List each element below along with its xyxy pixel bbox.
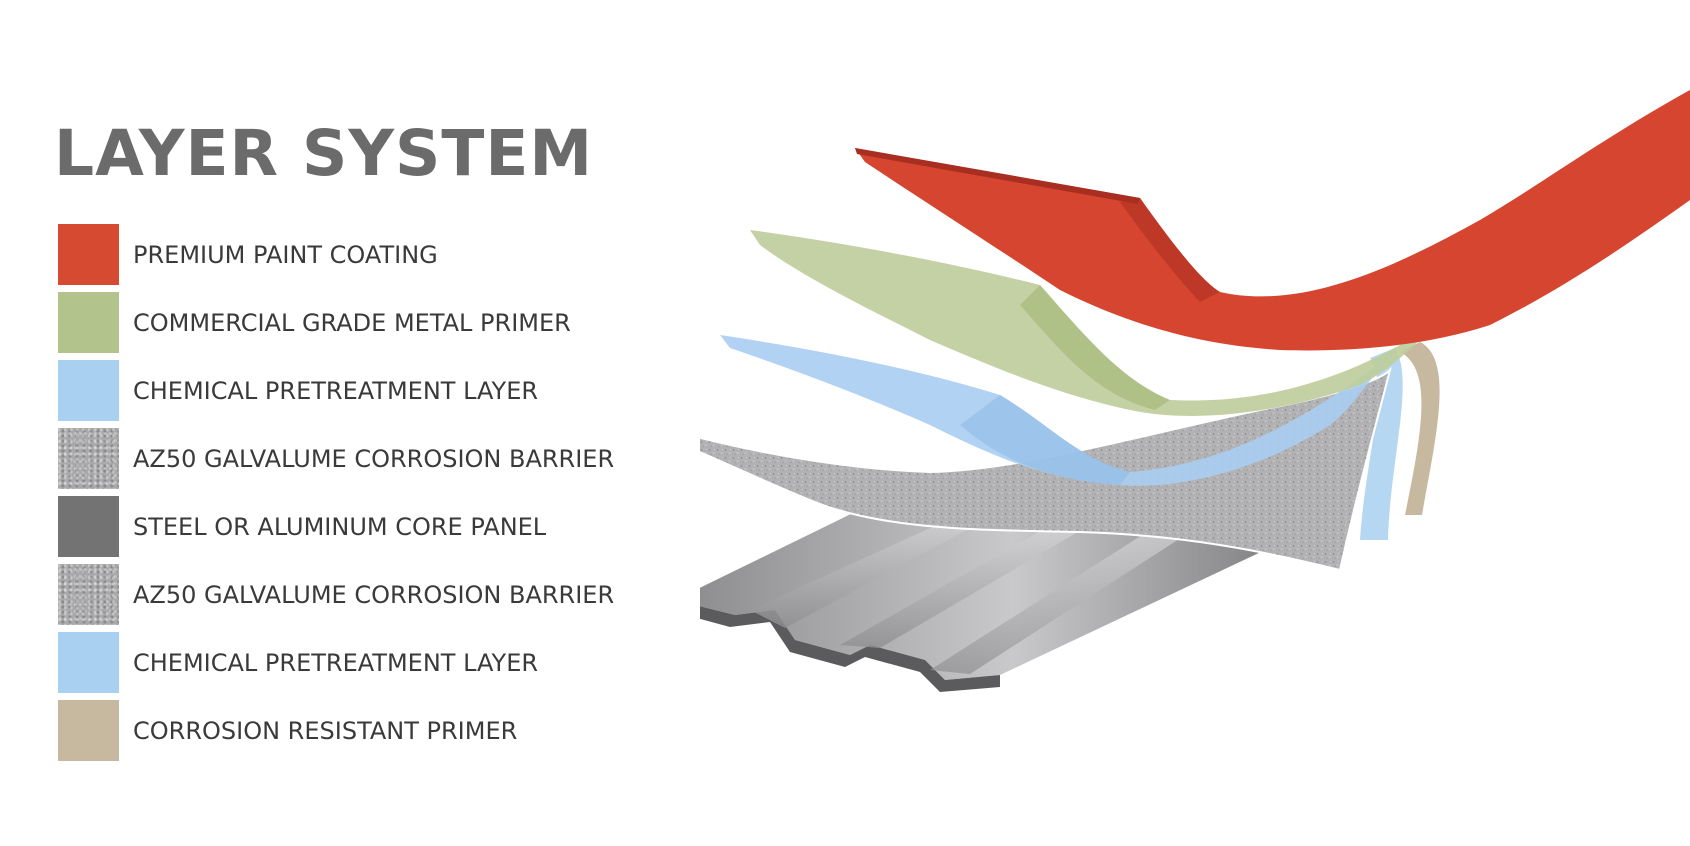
layer-stack-illustration	[700, 90, 1690, 692]
legend-item-corrosion-resistant-primer: CORROSION RESISTANT PRIMER	[58, 700, 678, 762]
pretreatment-fold-shading	[960, 395, 1130, 485]
legend-item-az50-galvalume-corrosion-barrier: AZ50 GALVALUME CORROSION BARRIER	[58, 428, 678, 490]
paint-coating-layer-shape	[855, 90, 1690, 351]
metal-primer-layer-shape	[750, 230, 1440, 416]
upper-pretreatment-layer-shape	[720, 335, 1390, 486]
legend-item-az50-galvalume-corrosion-barrier-lower: AZ50 GALVALUME CORROSION BARRIER	[58, 564, 678, 626]
swatch-corrosion-resistant-primer	[58, 700, 119, 761]
legend-label: COMMERCIAL GRADE METAL PRIMER	[133, 309, 571, 337]
legend-item-commercial-grade-metal-primer: COMMERCIAL GRADE METAL PRIMER	[58, 292, 678, 354]
legend-label: PREMIUM PAINT COATING	[133, 241, 438, 269]
legend-label: CHEMICAL PRETREATMENT LAYER	[133, 377, 539, 405]
swatch-az50-galvalume-corrosion-barrier-lower	[58, 564, 119, 625]
primer-fold-shading	[1020, 285, 1170, 410]
core-panel-shape	[700, 490, 1350, 692]
paint-edge	[855, 148, 1140, 204]
swatch-az50-galvalume-corrosion-barrier	[58, 428, 119, 489]
legend-item-premium-paint-coating: PREMIUM PAINT COATING	[58, 224, 678, 286]
legend-label: AZ50 GALVALUME CORROSION BARRIER	[133, 581, 615, 609]
tan-primer-layer-shape	[1400, 342, 1440, 515]
swatch-premium-paint-coating	[58, 224, 119, 285]
legend-label: CORROSION RESISTANT PRIMER	[133, 717, 518, 745]
swatch-chemical-pretreatment-layer	[58, 360, 119, 421]
swatch-steel-or-aluminum-core-panel	[58, 496, 119, 557]
page-title: LAYER SYSTEM	[54, 117, 594, 190]
swatch-chemical-pretreatment-layer-lower	[58, 632, 119, 693]
legend-item-chemical-pretreatment-layer: CHEMICAL PRETREATMENT LAYER	[58, 360, 678, 422]
legend-label: STEEL OR ALUMINUM CORE PANEL	[133, 513, 547, 541]
legend-label: CHEMICAL PRETREATMENT LAYER	[133, 649, 539, 677]
paint-fold-shading	[1120, 198, 1220, 302]
legend-item-chemical-pretreatment-layer-lower: CHEMICAL PRETREATMENT LAYER	[58, 632, 678, 694]
lower-pretreatment-layer-shape	[1360, 348, 1403, 540]
legend-item-steel-or-aluminum-core-panel: STEEL OR ALUMINUM CORE PANEL	[58, 496, 678, 558]
swatch-commercial-grade-metal-primer	[58, 292, 119, 353]
legend-label: AZ50 GALVALUME CORROSION BARRIER	[133, 445, 615, 473]
